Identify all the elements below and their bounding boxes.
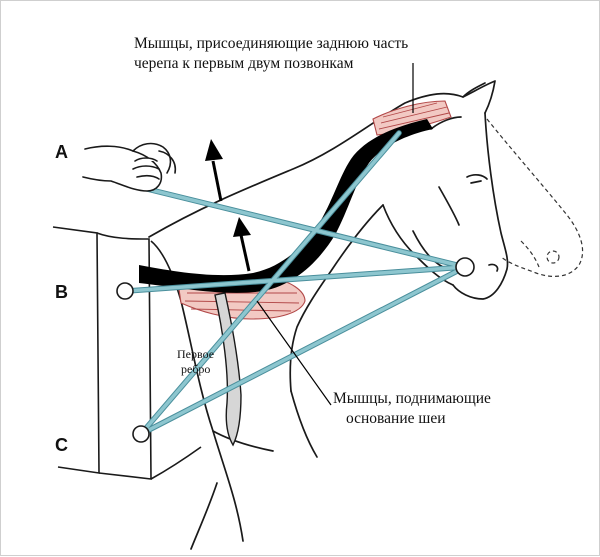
lifting-muscles-label-line1: Мышцы, поднимающие (333, 390, 491, 407)
first-rib (214, 292, 242, 447)
point-b-label: B (55, 282, 68, 302)
chest-frame (52, 226, 202, 480)
first-rib-label-line2: ребро (181, 362, 211, 376)
skull-muscles-label-line2: черепа к первым двум позвонкам (134, 55, 354, 72)
skull-muscles-label-line1: Мышцы, присоединяющие заднюю часть (134, 35, 409, 52)
point-a-label: A (55, 142, 68, 162)
lifting-muscles-label-line2: основание шеи (346, 410, 446, 427)
lift-arrows (205, 139, 251, 272)
anchor-ring-c (132, 425, 150, 443)
hand-icon (82, 142, 177, 192)
leader-lines (256, 63, 414, 406)
point-c-label: C (55, 435, 68, 455)
anchor-ring-b (116, 282, 134, 300)
head-position-outline (486, 118, 584, 277)
muzzle-ring (455, 257, 475, 277)
horse-outline (148, 80, 509, 550)
nuchal-ligament (139, 119, 433, 293)
first-rib-label-line1: Первое (177, 347, 215, 361)
pull-cords (124, 130, 468, 437)
